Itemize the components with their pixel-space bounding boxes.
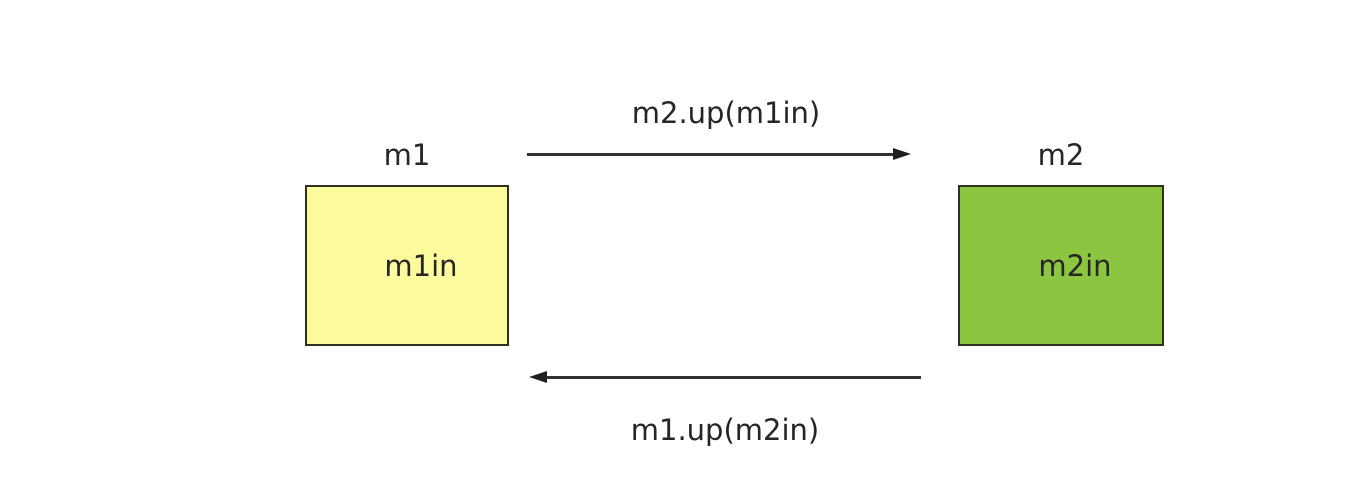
edge-top-line [527,153,893,156]
node-m2-box: m2in [958,185,1164,346]
node-m1-box: m1in [305,185,509,346]
edge-top-label: m2.up(m1in) [631,96,821,130]
node-m1-label: m1in [384,248,458,283]
arrow-right-icon [893,148,911,160]
edge-bottom-label: m1.up(m2in) [630,413,820,447]
node-m1-title: m1 [383,138,431,172]
arrow-left-icon [529,371,547,383]
node-m2-label: m2in [1038,248,1112,283]
node-m2-title: m2 [1037,138,1085,172]
edge-bottom-line [547,376,921,379]
